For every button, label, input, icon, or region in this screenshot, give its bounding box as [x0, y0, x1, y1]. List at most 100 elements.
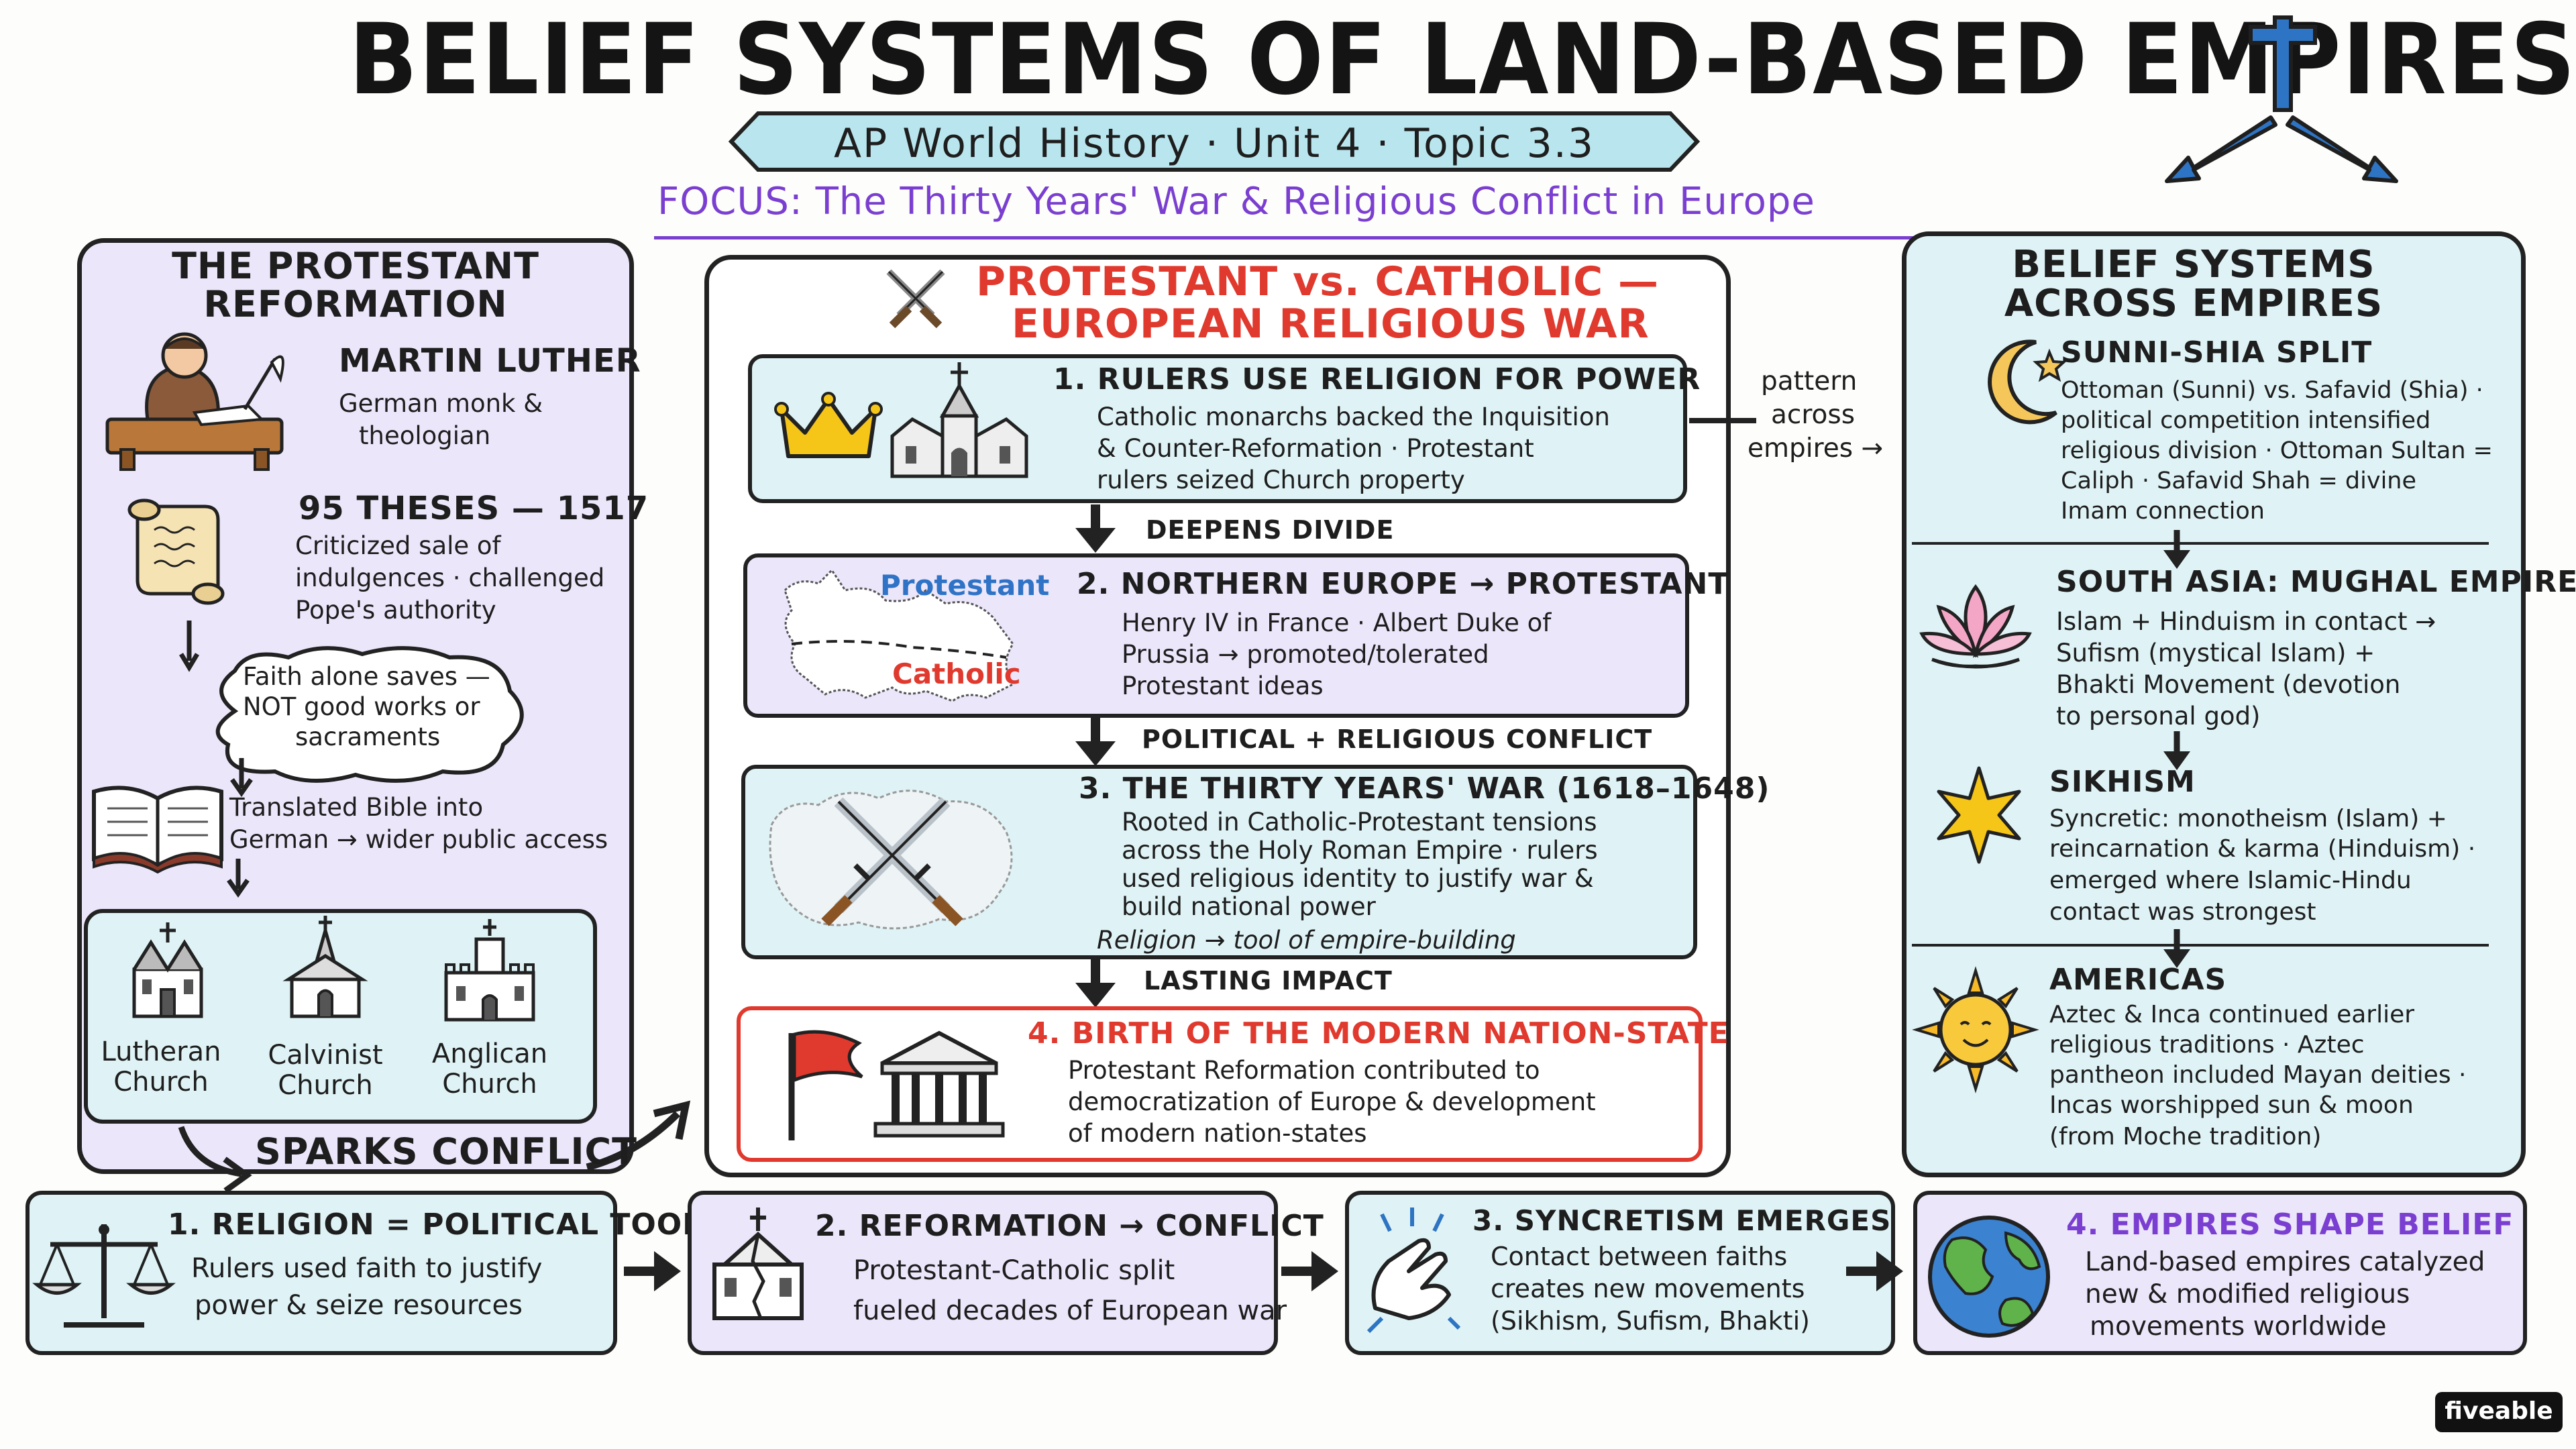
summary-3-line-3: (Sikhism, Sufism, Bhakti) — [1491, 1306, 1810, 1336]
anglican-label-1: Anglican — [431, 1038, 548, 1069]
down-arrow-icon — [230, 758, 253, 798]
sparks-conflict-label: SPARKS CONFLICT — [255, 1130, 638, 1173]
down-arrow-icon — [2163, 929, 2190, 968]
right-arrow-icon — [624, 1251, 681, 1291]
sunni-shia-line-2: political competition intensified — [2061, 407, 2431, 434]
summary-2-line-1: Protestant-Catholic split — [853, 1255, 1175, 1286]
lotus-icon — [1919, 584, 2032, 669]
summary-1-title: 1. RELIGION = POLITICAL TOOL — [168, 1208, 702, 1242]
arrow-label-3: LASTING IMPACT — [1144, 966, 1393, 996]
box2-line-1: Henry IV in France · Albert Duke of — [1122, 608, 1552, 637]
anglican-church-icon — [444, 919, 535, 1022]
down-arrow-icon — [178, 621, 200, 672]
sikhism-line-2: reincarnation & karma (Hinduism) · — [2049, 835, 2476, 863]
mughal-title: SOUTH ASIA: MUGHAL EMPIRE — [2056, 565, 2576, 599]
open-bible-icon — [92, 786, 223, 874]
down-arrow-icon — [1075, 504, 1116, 553]
crown-icon — [774, 392, 883, 458]
americas-line-1: Aztec & Inca continued earlier — [2049, 1001, 2415, 1028]
subtitle: AP World History · Unit 4 · Topic 3.3 — [834, 120, 1595, 167]
summary-4-line-2: new & modified religious — [2085, 1279, 2410, 1309]
box4-line-2: democratization of Europe & development — [1068, 1087, 1596, 1116]
box3-title: 3. THE THIRTY YEARS' WAR (1618–1648) — [1079, 771, 1770, 806]
brand-text: fiveable — [2445, 1397, 2553, 1425]
summary-3-line-1: Contact between faiths — [1491, 1242, 1788, 1271]
bible-line-1: Translated Bible into — [229, 793, 484, 822]
summary-3-line-2: creates new movements — [1491, 1274, 1805, 1303]
theses-line-1: Criticized sale of — [295, 531, 501, 560]
pattern-connector — [1689, 418, 1756, 423]
war-map-swords-icon — [769, 790, 1013, 930]
summary-2-title: 2. REFORMATION → CONFLICT — [815, 1209, 1324, 1243]
sunni-shia-line-4: Caliph · Safavid Shah = divine — [2061, 468, 2417, 494]
sparks-arrows — [178, 1100, 691, 1193]
lutheran-label-2: Church — [113, 1067, 209, 1097]
crescent-star-icon — [1988, 339, 2067, 425]
scales-icon — [32, 1224, 176, 1328]
sunni-shia-title: SUNNI-SHIA SPLIT — [2061, 335, 2373, 370]
page-title: BELIEF SYSTEMS OF LAND-BASED EMPIRES — [349, 3, 2576, 117]
brand-logo[interactable]: fiveable — [2435, 1392, 2563, 1432]
subtitle-banner: AP World History · Unit 4 · Topic 3.3 — [728, 111, 1701, 172]
map-catholic-label: Catholic — [892, 657, 1021, 690]
sunni-shia-line-1: Ottoman (Sunni) vs. Safavid (Shia) · — [2061, 377, 2483, 404]
thought-cloud — [215, 646, 524, 783]
summary-card-1 — [25, 1191, 617, 1355]
theses-line-3: Pope's authority — [295, 596, 496, 625]
box3-line-5: Religion → tool of empire-building — [1097, 926, 1516, 955]
americas-line-4: Incas worshipped sun & moon — [2049, 1091, 2414, 1119]
theses-title: 95 THESES — 1517 — [299, 490, 649, 527]
anglican-label-2: Church — [442, 1069, 537, 1099]
americas-title: AMERICAS — [2049, 963, 2227, 997]
mughal-line-1: Islam + Hinduism in contact → — [2056, 607, 2436, 636]
box3-line-3: used religious identity to justify war & — [1122, 864, 1594, 893]
down-arrow-icon — [2163, 530, 2190, 569]
divider — [1912, 542, 2489, 545]
left-panel-title-1: THE PROTESTANT — [172, 245, 539, 287]
box4-title: 4. BIRTH OF THE MODERN NATION-STATE — [1028, 1016, 1729, 1051]
center-title-2: EUROPEAN RELIGIOUS WAR — [1012, 301, 1650, 347]
box3-line-1: Rooted in Catholic-Protestant tensions — [1122, 808, 1597, 837]
down-arrow-icon — [2163, 731, 2190, 770]
lutheran-church-icon — [132, 922, 203, 1018]
box1-line-2: & Counter-Reformation · Protestant — [1097, 434, 1534, 463]
pattern-label-3: empires → — [1748, 433, 1884, 464]
box1-line-3: rulers seized Church property — [1097, 466, 1465, 494]
crossed-swords-icon — [886, 269, 945, 329]
bible-line-2: German → wider public access — [229, 825, 608, 854]
mughal-line-4: to personal god) — [2056, 702, 2261, 731]
faith-line-3: sacraments — [295, 722, 441, 751]
luther-desc-1: German monk & — [339, 389, 543, 418]
cathedral-icon — [890, 362, 1028, 478]
right-arrow-icon — [1846, 1251, 1903, 1291]
government-building-icon — [873, 1030, 1005, 1138]
americas-line-2: religious traditions · Aztec — [2049, 1031, 2365, 1059]
theses-line-2: indulgences · challenged — [295, 564, 605, 592]
clasped-hands-icon — [1366, 1208, 1461, 1334]
sikhism-line-4: contact was strongest — [2049, 898, 2316, 926]
sikhism-title: SIKHISM — [2049, 765, 2196, 799]
faith-line-1: Faith alone saves — — [243, 662, 490, 691]
scroll-icon — [127, 498, 225, 605]
focus-underline — [654, 236, 1922, 239]
down-arrow-icon — [1075, 718, 1116, 766]
box1-title: 1. RULERS USE RELIGION FOR POWER — [1053, 362, 1701, 396]
summary-2-line-2: fueled decades of European war — [853, 1295, 1287, 1326]
sikh-star-icon — [1937, 766, 2021, 864]
globe-icon — [1928, 1216, 2050, 1338]
sun-icon — [1912, 966, 2039, 1093]
calvinist-label-2: Church — [278, 1070, 373, 1101]
monk-writing-icon — [105, 332, 284, 471]
red-flag-icon — [788, 1030, 863, 1140]
right-panel-title-1: BELIEF SYSTEMS — [2012, 243, 2375, 286]
arrow-label-1: DEEPENS DIVIDE — [1146, 515, 1395, 545]
summary-3-title: 3. SYNCRETISM EMERGES — [1472, 1204, 1892, 1237]
mughal-line-3: Bhakti Movement (devotion — [2056, 670, 2401, 699]
sunni-shia-line-5: Imam connection — [2061, 498, 2265, 525]
sikhism-line-1: Syncretic: monotheism (Islam) + — [2049, 805, 2447, 833]
box2-line-2: Prussia → promoted/tolerated — [1122, 640, 1489, 669]
summary-4-title: 4. EMPIRES SHAPE BELIEF — [2066, 1208, 2514, 1242]
europe-map-icon — [784, 568, 1015, 702]
pattern-label-1: pattern — [1761, 366, 1858, 396]
summary-4-line-1: Land-based empires catalyzed — [2085, 1247, 2485, 1277]
